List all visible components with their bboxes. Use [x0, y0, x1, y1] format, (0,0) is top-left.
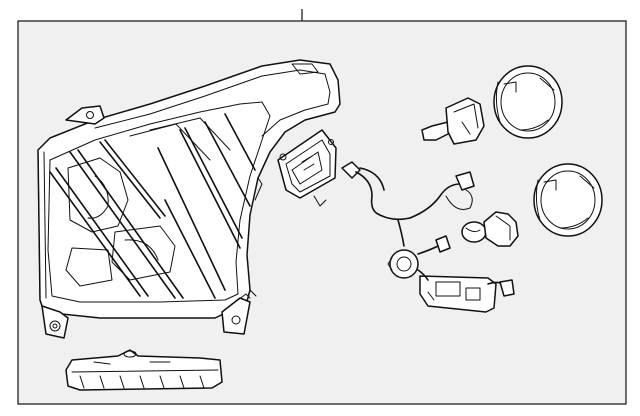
upper-dust-cap — [493, 65, 563, 139]
wiring-harness — [341, 161, 515, 313]
lower-dust-cap — [533, 163, 603, 237]
control-module — [277, 129, 337, 207]
halogen-bulb — [461, 211, 519, 247]
lower-trim-strip — [65, 349, 223, 391]
hid-bulb — [421, 97, 485, 145]
headlamp-assembly — [37, 59, 341, 339]
